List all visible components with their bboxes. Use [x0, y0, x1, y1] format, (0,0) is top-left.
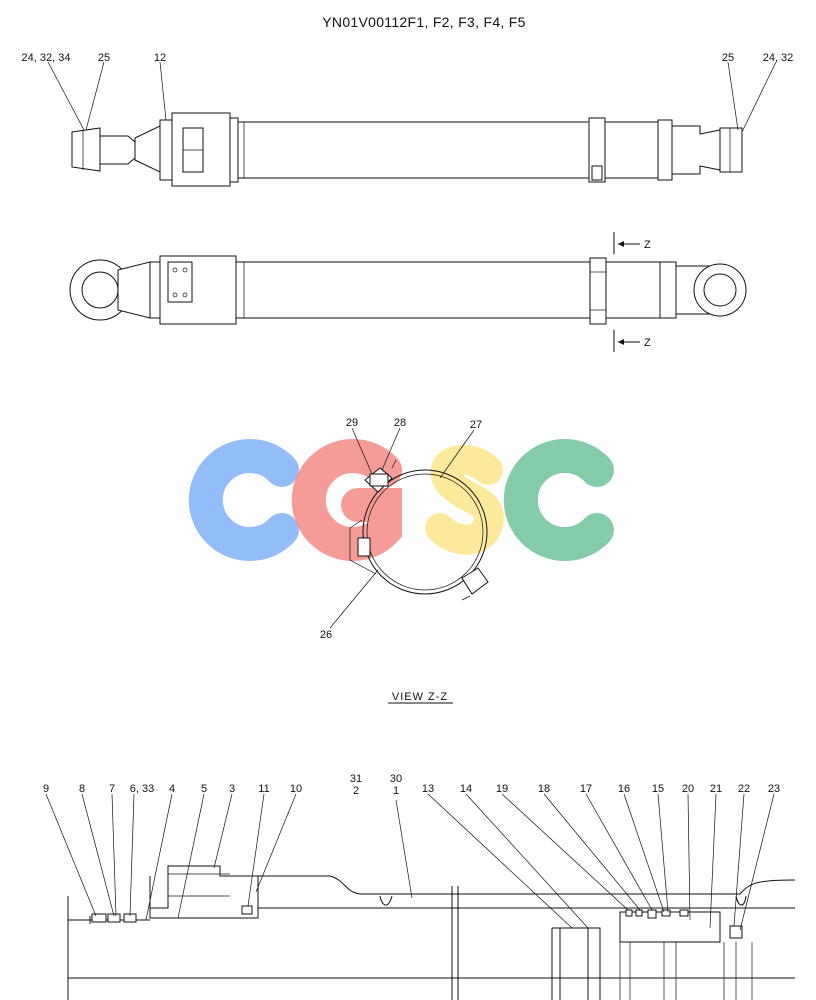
label-26: 26 [320, 629, 332, 641]
label-13: 13 [422, 783, 434, 795]
label-19: 19 [496, 783, 508, 795]
label-10: 10 [290, 783, 302, 795]
label-4: 4 [169, 783, 175, 795]
view-label: VIEW Z-Z [392, 691, 448, 703]
label-25-right: 25 [722, 52, 734, 64]
watermark-logo [188, 439, 614, 561]
label-30: 30 [390, 773, 402, 785]
label-2: 2 [353, 785, 359, 797]
label-8: 8 [79, 783, 85, 795]
part-labels-clamp: 29 28 27 26 [320, 417, 482, 641]
label-21: 21 [710, 783, 722, 795]
clamp-view-zz [349, 459, 489, 601]
part-labels-bottom: 9 8 7 6, 33 4 5 3 11 10 31 2 30 1 13 14 … [43, 773, 780, 797]
part-labels-top: 24, 32, 34 25 12 25 24, 32 [22, 52, 794, 64]
label-5: 5 [201, 783, 207, 795]
label-6-33: 6, 33 [130, 783, 154, 795]
label-28: 28 [394, 417, 406, 429]
label-22: 22 [738, 783, 750, 795]
drawing-title: YN01V00112F1, F2, F3, F4, F5 [322, 14, 525, 30]
label-31: 31 [350, 773, 362, 785]
section-marker-upper: Z [644, 239, 651, 251]
label-18: 18 [538, 783, 550, 795]
cylinder-side-view-bottom: Z Z [69, 232, 747, 352]
label-24-32: 24, 32 [763, 52, 794, 64]
label-14: 14 [460, 783, 472, 795]
cylinder-cross-section [67, 865, 796, 1000]
label-23: 23 [768, 783, 780, 795]
label-17: 17 [580, 783, 592, 795]
label-16: 16 [618, 783, 630, 795]
label-27: 27 [470, 419, 482, 431]
cylinder-side-view-top [71, 112, 743, 187]
label-7: 7 [109, 783, 115, 795]
label-11: 11 [258, 783, 269, 795]
section-marker-lower: Z [644, 337, 651, 349]
label-15: 15 [652, 783, 664, 795]
label-20: 20 [682, 783, 694, 795]
label-25-left: 25 [98, 52, 110, 64]
label-12: 12 [154, 52, 166, 64]
label-3: 3 [229, 783, 235, 795]
label-29: 29 [346, 417, 358, 429]
leader-lines [45, 61, 777, 931]
label-24-32-34: 24, 32, 34 [22, 52, 71, 64]
label-9: 9 [43, 783, 49, 795]
label-1: 1 [393, 785, 399, 797]
